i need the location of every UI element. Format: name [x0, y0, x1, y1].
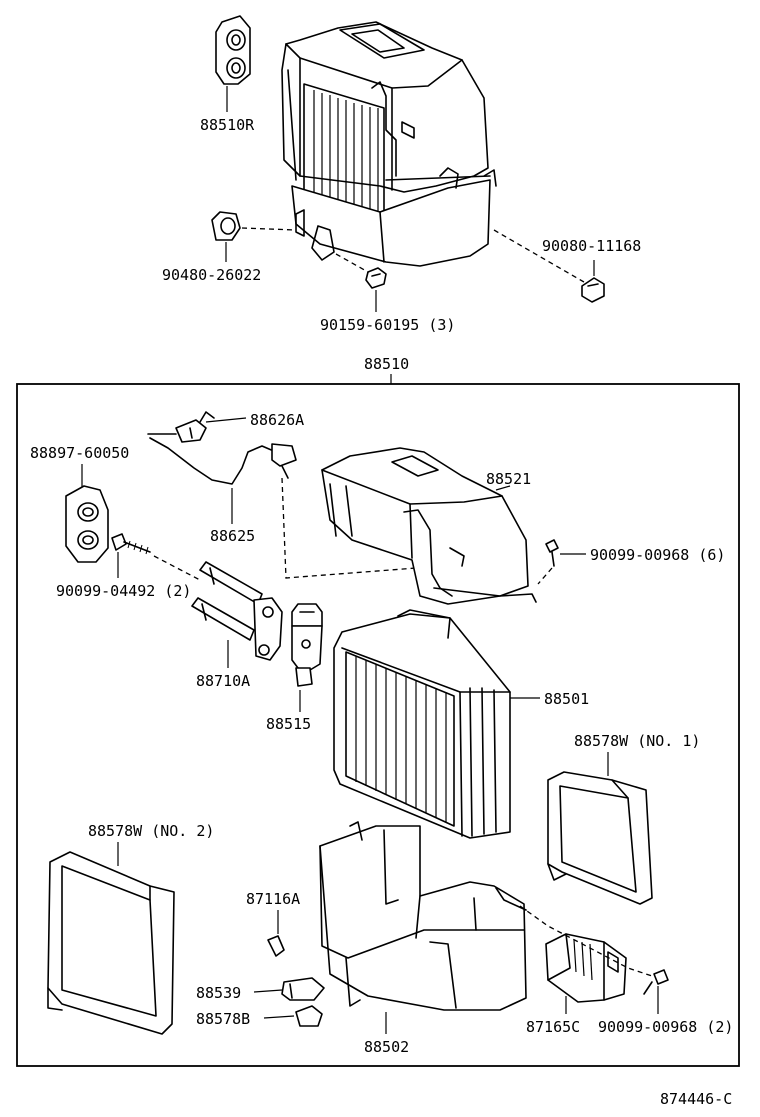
label-88501: 88501: [544, 690, 589, 708]
label-90480-26022: 90480-26022: [162, 266, 261, 284]
screw-90099-00968-lower-drawing: [643, 969, 669, 995]
label-88510R: 88510R: [200, 116, 255, 134]
label-88515: 88515: [266, 715, 311, 733]
lower-case-88502-drawing: [319, 821, 527, 1011]
label-90099-04492: 90099-04492 (2): [56, 582, 191, 600]
label-87165C: 87165C: [526, 1018, 580, 1036]
part-88578B-drawing: [295, 1005, 323, 1027]
label-88578W-no2: 88578W (NO. 2): [88, 822, 214, 840]
label-88578B: 88578B: [196, 1010, 250, 1028]
resistor-87165C-drawing: [545, 933, 627, 1003]
clip-87116A-drawing: [267, 935, 285, 957]
label-88710A: 88710A: [196, 672, 250, 690]
thermistor-88626A-drawing: [147, 411, 215, 443]
label-88539: 88539: [196, 984, 241, 1002]
harness-88625-drawing: [149, 437, 297, 485]
label-90099-00968-6: 90099-00968 (6): [590, 546, 725, 564]
label-88578W-no1: 88578W (NO. 1): [574, 732, 700, 750]
illustration-number: 874446-C: [660, 1090, 732, 1108]
label-88510: 88510: [364, 355, 409, 373]
part-88539-drawing: [281, 977, 325, 1001]
tubes-88710A-drawing: [191, 561, 283, 661]
seal-88578W-no2-drawing: [47, 851, 175, 1035]
label-88521: 88521: [486, 470, 531, 488]
label-90099-00968-2: 90099-00968 (2): [598, 1018, 733, 1036]
screw-90099-00968-upper-drawing: [545, 539, 559, 567]
bolt-90099-04492-drawing: [111, 533, 151, 555]
plug-90480-drawing: [211, 211, 241, 241]
grommet-88897-drawing: [65, 485, 109, 563]
bolt-90080-drawing: [581, 277, 605, 303]
label-90080-11168: 90080-11168: [542, 237, 641, 255]
assembly-frame: [16, 383, 740, 1067]
label-88625: 88625: [210, 527, 255, 545]
valve-88515-drawing: [291, 603, 323, 687]
screw-90159-drawing: [365, 267, 387, 289]
evaporator-88501-drawing: [333, 609, 511, 839]
label-88626A: 88626A: [250, 411, 304, 429]
label-87116A: 87116A: [246, 890, 300, 908]
label-88897-60050: 88897-60050: [30, 444, 129, 462]
unit-assembly-drawing: [281, 21, 497, 267]
grommet-88510R-drawing: [215, 15, 251, 85]
label-88502: 88502: [364, 1038, 409, 1056]
upper-case-88521-drawing: [321, 447, 537, 605]
label-90159-60195: 90159-60195 (3): [320, 316, 455, 334]
seal-88578W-no1-drawing: [547, 771, 653, 905]
